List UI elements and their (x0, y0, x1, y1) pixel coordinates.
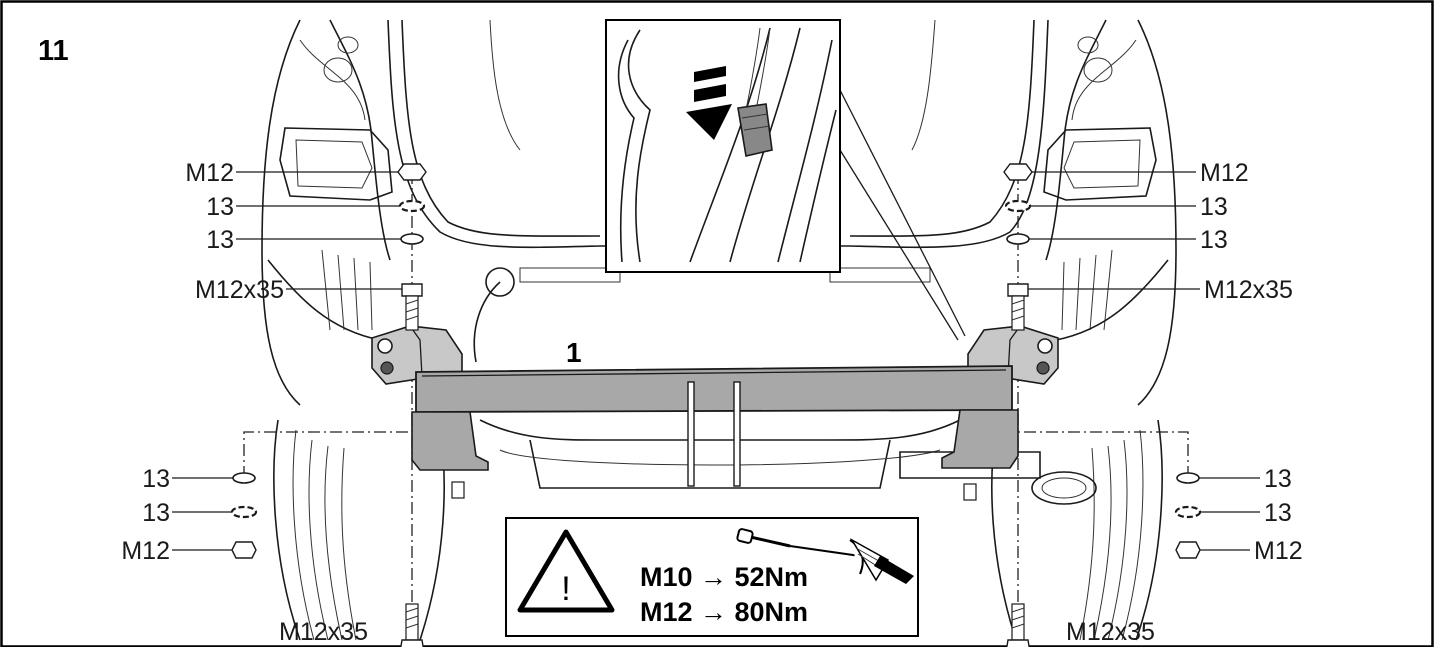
tow-bar-crossmember (371, 325, 1059, 501)
label-right-washer-bottom: 13 (1264, 465, 1292, 493)
washer-left-bottom (232, 472, 256, 484)
label-left-lockwasher-top: 13 (206, 193, 234, 221)
label-right-bolt-bottom: M12x35 (1066, 618, 1155, 646)
warning-symbol: ! (561, 570, 570, 608)
label-left-washer-bottom: 13 (142, 465, 170, 493)
warning-triangle-icon: ! (517, 529, 615, 613)
label-left-nut-bottom: M12 (121, 537, 170, 565)
bolt-left-top (401, 283, 423, 331)
nut-left-bottom (231, 541, 257, 559)
lockwasher-left-bottom (230, 505, 258, 519)
washer-left-top (400, 233, 424, 245)
bolt-right-top (1007, 283, 1029, 331)
label-left-nut-top: M12 (185, 159, 234, 187)
washer-right-top (1006, 233, 1030, 245)
torque-spec-m10: M10 → 52Nm (640, 562, 808, 592)
connector-detail-inset (605, 19, 841, 273)
label-right-lockwasher-bottom: 13 (1264, 499, 1292, 527)
bolt-right-bottom (1006, 603, 1030, 647)
alignment-lines (243, 172, 1189, 640)
label-left-bolt-top: M12x35 (195, 276, 284, 304)
lockwasher-left-top (398, 199, 426, 213)
step-number: 11 (38, 35, 69, 67)
fasteners (230, 163, 1202, 647)
torque-specification-box: ! M10 → 52Nm M12 → 80Nm (505, 517, 919, 637)
label-left-bolt-bottom: M12x35 (279, 618, 368, 646)
nut-left-top (397, 163, 427, 181)
label-right-lockwasher-top: 13 (1200, 193, 1228, 221)
label-right-bolt-top: M12x35 (1204, 276, 1293, 304)
lockwasher-right-top (1004, 199, 1032, 213)
tow-bar-part-label: 1 (566, 337, 582, 368)
nut-right-top (1003, 163, 1033, 181)
torque-spec-m12: M12 → 80Nm (640, 597, 808, 627)
washer-right-bottom (1176, 472, 1200, 484)
nut-right-bottom (1175, 541, 1201, 559)
bolt-left-bottom (400, 603, 424, 647)
lockwasher-right-bottom (1174, 505, 1202, 519)
part-labels: 11 1 M12 13 13 M12x35 13 13 M12 M12x35 M… (38, 35, 1303, 646)
label-right-nut-bottom: M12 (1254, 537, 1303, 565)
leader-lines (172, 89, 1260, 551)
torque-wrench-icon (736, 528, 914, 584)
label-left-lockwasher-bottom: 13 (142, 499, 170, 527)
label-left-washer-top: 13 (206, 226, 234, 254)
downward-arrow-icon (686, 66, 732, 140)
label-right-nut-top: M12 (1200, 159, 1249, 187)
label-right-washer-top: 13 (1200, 226, 1228, 254)
